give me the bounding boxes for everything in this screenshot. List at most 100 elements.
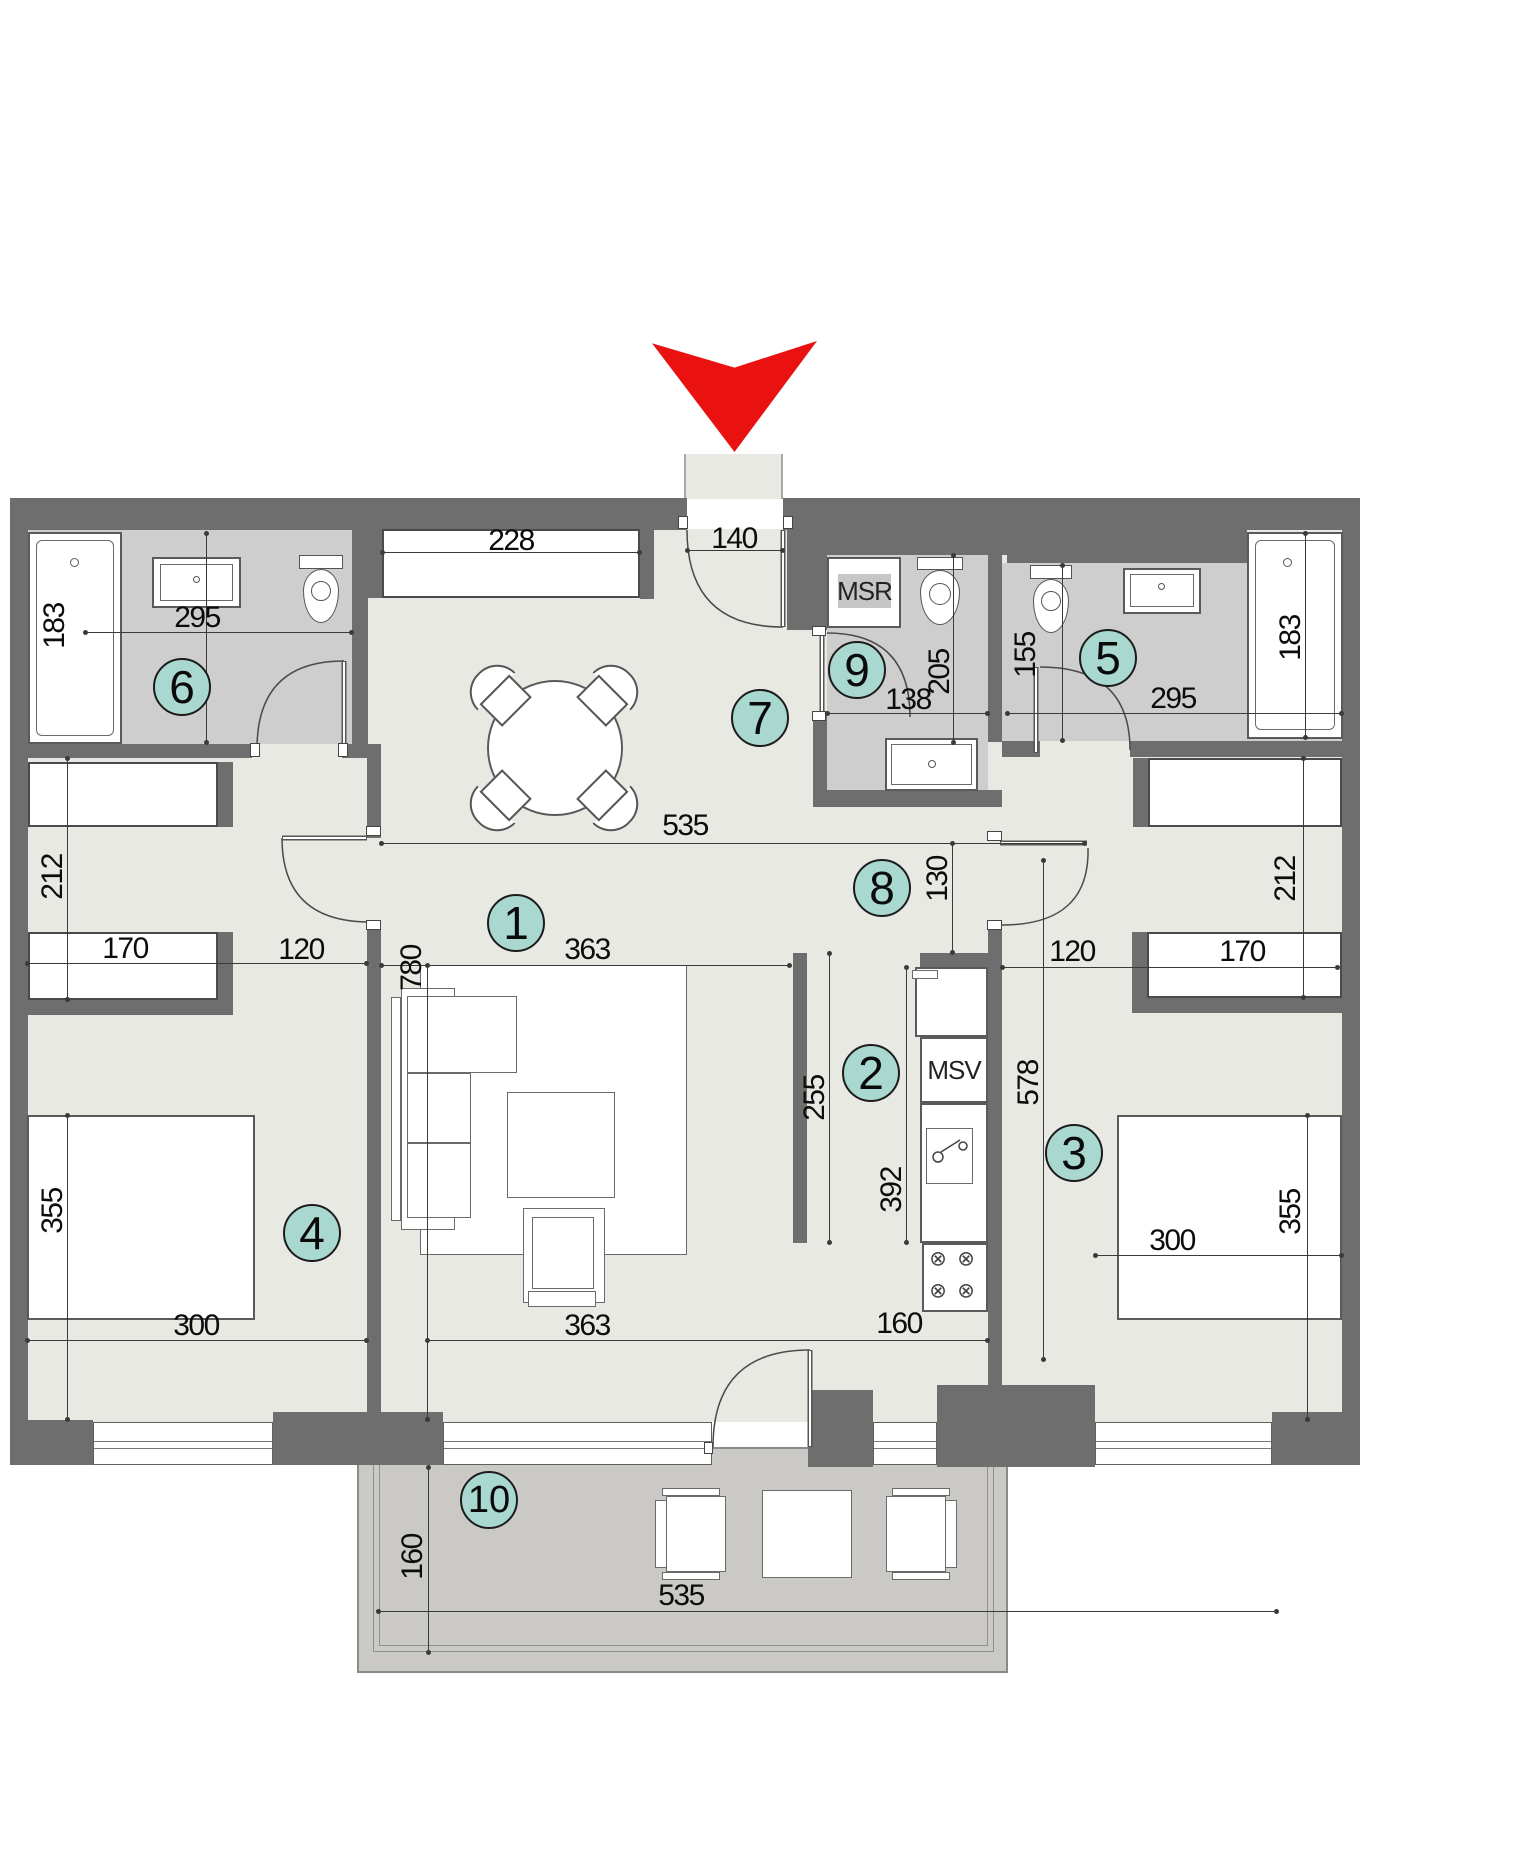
door-jamb bbox=[250, 743, 260, 757]
dim-line bbox=[827, 951, 832, 1245]
msr-label: MSR bbox=[837, 576, 893, 606]
wall bbox=[273, 1412, 443, 1465]
room-badge-9: 9 bbox=[828, 641, 886, 699]
balcony-chair bbox=[666, 1496, 726, 1572]
burner-icon: ⊗ bbox=[957, 1247, 975, 1271]
window bbox=[443, 1422, 712, 1465]
wall bbox=[988, 552, 1002, 742]
wall bbox=[218, 762, 233, 827]
wardrobe-entry bbox=[382, 529, 640, 598]
dim-line bbox=[204, 531, 209, 745]
toilet-tank bbox=[1030, 565, 1072, 579]
balcony-railing bbox=[373, 1447, 994, 1652]
sofa-seat bbox=[407, 1143, 471, 1218]
wall bbox=[10, 744, 252, 758]
armchair-base bbox=[528, 1291, 596, 1307]
wall bbox=[937, 1385, 1095, 1467]
bathtub-inner bbox=[36, 540, 114, 736]
wall bbox=[1133, 758, 1148, 827]
door-jamb bbox=[704, 1442, 713, 1454]
sofa-seat bbox=[407, 1073, 471, 1143]
wall bbox=[988, 922, 1002, 1387]
dim-line bbox=[83, 630, 354, 635]
dim-line bbox=[1005, 711, 1344, 716]
door-jamb bbox=[366, 920, 381, 930]
dim-line bbox=[379, 963, 792, 968]
dim-line bbox=[65, 756, 70, 1002]
wall bbox=[1342, 498, 1360, 1465]
door-jamb bbox=[338, 743, 348, 757]
wall bbox=[10, 1420, 93, 1465]
dim-label: 363 bbox=[564, 1309, 611, 1342]
dim-label: 140 bbox=[711, 522, 758, 555]
dim-label: 120 bbox=[278, 933, 325, 966]
balcony-chair-arm bbox=[662, 1488, 720, 1496]
wall bbox=[813, 790, 1002, 807]
toilet-bowl bbox=[1041, 591, 1061, 611]
drain-icon bbox=[928, 760, 936, 768]
balcony-chair-arm bbox=[662, 1572, 720, 1580]
dim-label: 578 bbox=[1012, 1060, 1045, 1106]
door-arc bbox=[1039, 666, 1131, 751]
wall bbox=[10, 498, 28, 1465]
msr-label-box: MSR bbox=[837, 574, 893, 608]
wall bbox=[10, 1000, 233, 1015]
dim-label: 120 bbox=[1049, 935, 1096, 968]
dim-label: 228 bbox=[488, 524, 535, 557]
dim-label: 205 bbox=[923, 649, 956, 695]
dim-line bbox=[1060, 563, 1065, 743]
bed-room4 bbox=[27, 1115, 255, 1320]
balcony-railing-inner bbox=[379, 1447, 988, 1646]
dim-label: 183 bbox=[38, 603, 71, 649]
dim-label: 535 bbox=[658, 1579, 705, 1612]
room-badge-6: 6 bbox=[153, 658, 211, 716]
dim-line bbox=[951, 553, 956, 745]
wall bbox=[783, 498, 1360, 530]
dim-label: 355 bbox=[36, 1188, 69, 1234]
dim-line bbox=[1093, 1253, 1344, 1258]
dim-label: 138 bbox=[885, 683, 932, 716]
dim-line bbox=[425, 963, 430, 1422]
drain-icon bbox=[1158, 583, 1165, 590]
dim-line bbox=[1305, 1113, 1310, 1422]
dim-line bbox=[380, 550, 642, 555]
wall bbox=[10, 498, 687, 530]
faucet-icon bbox=[932, 1139, 968, 1163]
wall bbox=[1007, 529, 1247, 563]
dim-line bbox=[25, 1338, 369, 1343]
burner-icon: ⊗ bbox=[929, 1247, 947, 1271]
dim-label: 295 bbox=[1150, 682, 1197, 715]
wall bbox=[218, 932, 233, 1015]
room-badge-3: 3 bbox=[1045, 1124, 1103, 1182]
wardrobe-right-top bbox=[1148, 758, 1342, 827]
dim-line bbox=[950, 841, 955, 955]
dim-label: 160 bbox=[396, 1534, 429, 1580]
balcony-chair bbox=[886, 1496, 946, 1572]
wall bbox=[827, 529, 1007, 555]
bed-room3 bbox=[1117, 1115, 1342, 1320]
wardrobe-left-bottom bbox=[28, 932, 218, 1000]
dim-line bbox=[425, 1338, 990, 1343]
wall bbox=[367, 744, 381, 838]
room-badge-5: 5 bbox=[1079, 629, 1137, 687]
toilet-bowl bbox=[929, 583, 951, 605]
dim-line bbox=[1303, 531, 1308, 740]
door-arc bbox=[826, 632, 911, 718]
dim-label: 155 bbox=[1009, 632, 1042, 678]
fridge-handle bbox=[912, 970, 938, 979]
entrance-landing bbox=[684, 454, 783, 499]
drain-icon bbox=[1283, 558, 1292, 567]
toilet-tank bbox=[917, 557, 963, 570]
door-arc bbox=[256, 660, 345, 750]
door-jamb bbox=[987, 831, 1002, 841]
dim-label: 363 bbox=[564, 933, 611, 966]
room-badge-2: 2 bbox=[842, 1044, 900, 1102]
drain-icon bbox=[70, 558, 79, 567]
sofa-chaise bbox=[407, 996, 517, 1073]
wall bbox=[1130, 741, 1342, 757]
door-jamb bbox=[366, 826, 381, 836]
bathtub-inner bbox=[1255, 540, 1335, 730]
door-arc bbox=[1001, 847, 1089, 926]
dim-label: 160 bbox=[876, 1307, 923, 1340]
